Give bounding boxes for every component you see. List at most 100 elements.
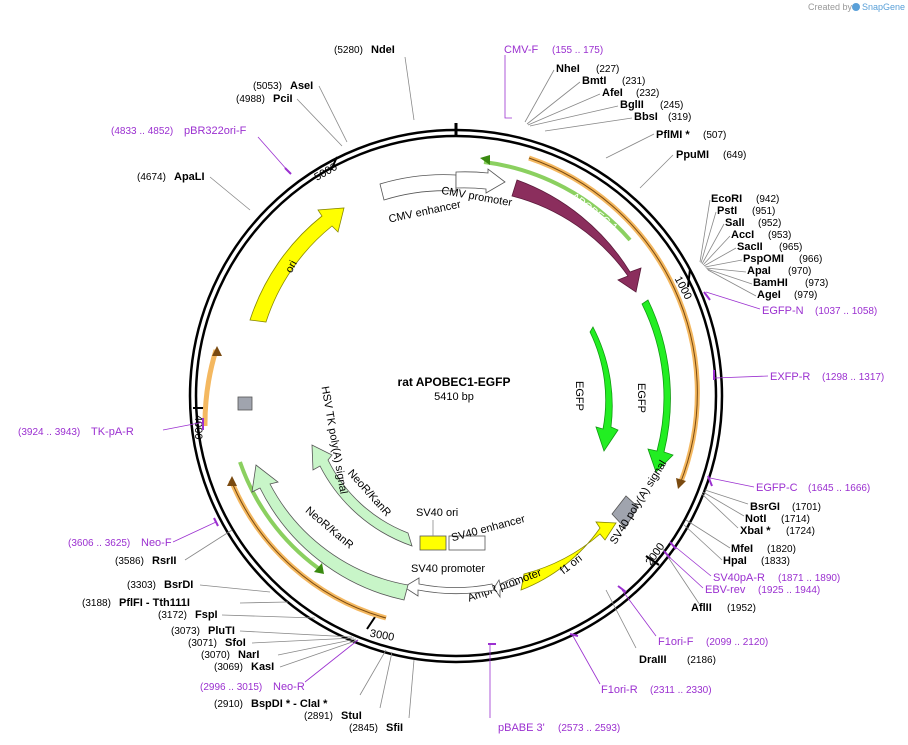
leader-bbsi — [544, 117, 633, 132]
enzyme-pos-nhei: (227) — [596, 64, 619, 75]
primer-mark-ebv-rev — [663, 550, 671, 559]
leader-xbai — [701, 493, 739, 529]
leader-tk-pa-r — [162, 421, 205, 431]
enzyme-pos-sfii: (2845) — [349, 723, 378, 734]
enzyme-pspomi: PspOMI — [743, 253, 784, 265]
enzyme-ecori: EcoRI — [711, 193, 742, 205]
primer-pos-cmv-f: (155 .. 175) — [552, 45, 603, 56]
enzyme-mfei: MfeI — [731, 543, 753, 555]
leader-ndei — [404, 56, 415, 121]
enzyme-pflmi: PflMI * — [656, 129, 690, 141]
backbone-inner-ring — [194, 134, 718, 658]
enzyme-pos-hpai: (1833) — [761, 556, 790, 567]
enzyme-pos-sfoi: (3071) — [188, 638, 217, 649]
enzyme-pos-psti: (951) — [752, 206, 775, 217]
primer-neo-f: Neo-F — [141, 537, 172, 549]
primer-pos-pbr322ori-f: (4833 .. 4852) — [111, 126, 173, 137]
enzyme-hpai: HpaI — [723, 555, 747, 567]
primer-band-cmv — [483, 160, 632, 242]
enzyme-pos-pspomi: (966) — [799, 254, 822, 265]
enzyme-pos-aflii: (1952) — [727, 603, 756, 614]
enzyme-bsrdi: BsrDI — [164, 579, 193, 591]
enzyme-pos-afei: (232) — [636, 88, 659, 99]
enzyme-bamhi: BamHI — [753, 277, 788, 289]
enzyme-draiii: DraIII — [639, 654, 667, 666]
leader-bmti — [526, 81, 581, 125]
enzyme-pos-rsrii: (3586) — [115, 556, 144, 567]
feature-f1-ori — [520, 521, 617, 591]
leader-draiii — [605, 589, 637, 649]
feature-label-egfp-outer: EGFP — [635, 383, 647, 413]
orf-band-tk — [202, 349, 219, 427]
feature-neor-inner — [311, 444, 413, 547]
primer-pos-tk-pa-r: (3924 .. 3943) — [18, 427, 80, 438]
leader-noti — [702, 491, 745, 517]
leader-bsrgi — [704, 489, 749, 505]
primer-band-cmv-arrow-icon — [480, 155, 490, 165]
enzyme-bmti: BmtI — [582, 75, 606, 87]
enzyme-bbsi: BbsI — [634, 111, 658, 123]
enzyme-apali: ApaLI — [174, 171, 205, 183]
tick-2000 — [645, 555, 660, 566]
orf-band-neo-line — [230, 479, 387, 619]
primer-neo-r: Neo-R — [273, 681, 305, 693]
primer-mark-sv40pa-r — [669, 541, 677, 550]
leader-egfp-c — [709, 477, 755, 488]
feature-egfp-outer — [641, 299, 674, 473]
feature-label-cmv-enhancer: CMV enhancer — [388, 198, 463, 225]
primer-band-neo-arrow-icon — [314, 563, 324, 574]
credit-brand: SnapGene — [862, 2, 905, 12]
leader-f1ori-f — [621, 589, 657, 637]
enzyme-pos-agei: (979) — [794, 290, 817, 301]
primer-band-neo — [238, 461, 320, 570]
enzyme-pos-pflfi: (3188) — [82, 598, 111, 609]
primer-exfp-r: EXFP-R — [770, 371, 810, 383]
leader-bglii — [529, 105, 619, 127]
orf-band-neo-arrow-icon — [227, 476, 237, 486]
primer-mark-f1ori-r — [569, 633, 579, 637]
enzyme-pos-ecori: (942) — [756, 194, 779, 205]
enzyme-asei: AseI — [290, 80, 313, 92]
enzyme-nari: NarI — [238, 649, 259, 661]
tick-5000 — [330, 156, 338, 171]
leader-bspdi — [359, 649, 387, 696]
primer-mark-egfp-n — [703, 291, 711, 301]
feature-label-sv40-enhancer: SV40 enhancer — [450, 513, 527, 544]
enzyme-psti: PstI — [717, 205, 737, 217]
enzyme-ndei: NdeI — [371, 44, 395, 56]
feature-hsv-tk-polya — [237, 396, 253, 411]
enzyme-fspi: FspI — [195, 609, 218, 621]
primer-pos-egfp-c: (1645 .. 1666) — [808, 483, 870, 494]
plasmid-length: 5410 bp — [434, 391, 474, 403]
enzyme-pos-pflmi: (507) — [703, 130, 726, 141]
orf-band-tk-arrow-icon — [212, 346, 222, 356]
enzyme-pcii: PciI — [273, 93, 293, 105]
enzyme-pos-stui: (2891) — [304, 711, 333, 722]
enzyme-kasi: KasI — [251, 661, 274, 673]
primer-pos-neo-r: (2996 .. 3015) — [200, 682, 262, 693]
feature-neor-outer — [251, 464, 409, 601]
primer-ebv-rev: EBV-rev — [705, 584, 746, 596]
primer-mark-egfp-c — [707, 475, 713, 487]
primer-pbabe-3: pBABE 3' — [498, 722, 545, 734]
primer-pos-pbabe-3: (2573 .. 2593) — [558, 723, 620, 734]
leader-egfp-n — [705, 291, 761, 310]
primer-sv40pa-r: SV40pA-R — [713, 572, 765, 584]
leader-exfp-r — [714, 375, 769, 379]
feature-cmv-promoter — [455, 168, 506, 194]
primer-egfp-n: EGFP-N — [762, 305, 804, 317]
tick-label-4000: 4000 — [192, 415, 204, 439]
enzyme-pos-bspdi: (2910) — [214, 699, 243, 710]
tick-1000 — [687, 268, 691, 288]
feature-label-f1-ori: f1 ori — [558, 552, 585, 577]
primer-cmv-f: CMV-F — [504, 44, 539, 56]
primer-pos-f1ori-r: (2311 .. 2330) — [650, 685, 712, 696]
feature-label-sv40-promoter: SV40 promoter — [411, 563, 485, 575]
feature-label-sv40-polya: SV40 poly(A) signal — [608, 458, 669, 546]
enzyme-pos-pcii: (4988) — [236, 94, 265, 105]
enzyme-pos-bsrdi: (3303) — [127, 580, 156, 591]
enzyme-pos-bamhi: (973) — [805, 278, 828, 289]
enzyme-pos-sacii: (965) — [779, 242, 802, 253]
leader-neo-f — [172, 521, 217, 543]
primer-pos-egfp-n: (1037 .. 1058) — [815, 306, 877, 317]
